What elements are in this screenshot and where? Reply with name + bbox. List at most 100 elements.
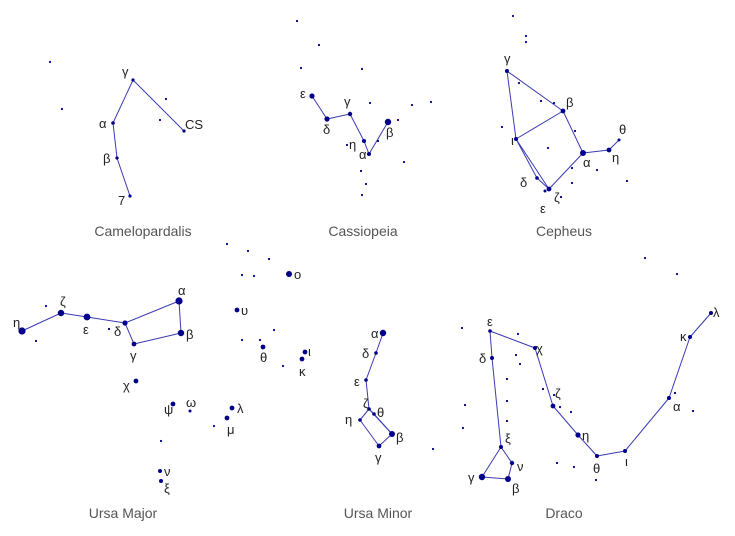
cassiopeia-star-beta (384, 118, 392, 126)
faint-star (569, 410, 573, 414)
ursa-major-line-beta-alpha (178, 300, 182, 334)
cassiopeia-line-gamma-eta (349, 113, 365, 142)
faint-star (518, 362, 522, 366)
cassiopeia-label-delta: δ (323, 122, 330, 137)
faint-star (516, 332, 520, 336)
draco-star-chi (533, 346, 537, 350)
draco-line-beta-gamma (481, 476, 509, 480)
cepheus-line-iota-beta (515, 110, 564, 140)
faint-star (572, 465, 576, 469)
draco-star-theta (595, 454, 599, 458)
cassiopeia-label-alpha: α (359, 147, 367, 162)
ursa-major-star-theta (260, 344, 266, 350)
draco-star-iota (623, 449, 627, 453)
draco-name: Draco (545, 505, 583, 521)
faint-star (252, 274, 256, 278)
ursa-major-star-xi (159, 479, 163, 483)
faint-star (463, 403, 467, 407)
draco-label-kappa: κ (680, 329, 687, 344)
faint-star (429, 100, 433, 104)
cepheus-line-zeta-delta (536, 177, 550, 190)
ursa-major-star-nu (158, 469, 162, 473)
ursa-minor-label-zeta: ζ (363, 396, 369, 411)
draco-line-iota-theta (596, 450, 626, 457)
ursa-major-label-chi: χ (123, 378, 130, 393)
draco-star-lambda (709, 311, 713, 315)
cepheus-label-iota: ι (511, 133, 514, 148)
camelopardalis-star-cs (182, 129, 186, 133)
draco-star-gamma (478, 473, 486, 481)
faint-star (158, 118, 162, 122)
faint-star (240, 273, 244, 277)
constellation-lines (21, 70, 712, 480)
faint-star (570, 166, 574, 170)
ursa-major-line-epsilon-delta (86, 316, 126, 324)
camelopardalis-label-seven: 7 (118, 193, 125, 208)
draco-line-theta-eta (577, 434, 598, 457)
ursa-major-label-epsilon: ε (83, 322, 89, 337)
draco-line-kappa-alpha (668, 336, 691, 399)
ursa-major-label-psi: ψ (164, 402, 173, 417)
faint-star (60, 107, 64, 111)
draco-star-zeta (550, 403, 556, 409)
cepheus-line-iota-zeta (515, 138, 550, 190)
cassiopeia-label-eta: η (349, 137, 356, 152)
faint-star (272, 328, 276, 332)
ursa-major-star-omicron (286, 271, 292, 277)
ursa-major-label-gamma: γ (130, 348, 137, 363)
ursa-major-star-omega (188, 409, 192, 413)
faint-star (552, 393, 556, 397)
cepheus-star-beta (560, 108, 566, 114)
faint-star (675, 272, 679, 276)
background-stars (34, 14, 695, 482)
ursa-major-label-delta: δ (114, 324, 121, 339)
ursa-major-label-mu: μ (227, 422, 235, 437)
camelopardalis-label-gamma: γ (122, 64, 129, 79)
faint-star (267, 257, 271, 261)
draco-label-iota: ι (625, 454, 628, 469)
ursa-major-star-kappa (299, 356, 305, 362)
cassiopeia-line-alpha-beta (368, 121, 389, 155)
faint-star (541, 387, 545, 391)
cepheus-label-zeta: ζ (554, 190, 560, 205)
faint-star (643, 256, 647, 260)
ursa-minor-star-eta (358, 418, 362, 422)
cassiopeia-name: Cassiopeia (328, 223, 397, 239)
ursa-major-label-omicron: ο (294, 267, 301, 282)
draco-label-delta: δ (479, 351, 486, 366)
draco-star-nu (509, 460, 515, 466)
faint-star (524, 34, 528, 38)
faint-star (559, 195, 563, 199)
faint-star (539, 99, 543, 103)
camelopardalis-star-alpha (111, 121, 115, 125)
cepheus-line-alpha-eta (582, 149, 610, 154)
faint-star (573, 129, 577, 133)
ursa-minor-star-alpha (379, 329, 387, 337)
faint-star (299, 66, 303, 70)
ursa-major-star-gamma (131, 341, 137, 347)
faint-star (295, 19, 299, 23)
draco-star-beta (505, 476, 511, 482)
faint-star (396, 118, 400, 122)
ursa-major-line-gamma-beta (133, 332, 182, 345)
cepheus-line-delta-iota (515, 138, 538, 179)
cepheus-label-gamma: γ (504, 51, 511, 66)
ursa-major-label-alpha: α (178, 283, 186, 298)
faint-star (461, 426, 465, 430)
ursa-minor-line-zeta-eta (359, 408, 370, 421)
ursa-major-label-upsilon: υ (241, 303, 248, 318)
ursa-major-label-beta: β (186, 327, 193, 342)
cassiopeia-line-delta-gamma (326, 113, 351, 120)
draco-label-chi: χ (536, 341, 543, 356)
ursa-minor-line-theta-beta (373, 413, 393, 435)
ursa-major-label-xi: ξ (164, 481, 170, 496)
ursa-minor-star-theta (372, 412, 376, 416)
camelopardalis-label-alpha: α (99, 116, 107, 131)
cassiopeia-line-epsilon-delta (311, 95, 328, 120)
draco-label-zeta: ζ (555, 386, 561, 401)
cepheus-label-epsilon: ε (540, 201, 546, 216)
draco-line-delta-xi (491, 357, 502, 448)
